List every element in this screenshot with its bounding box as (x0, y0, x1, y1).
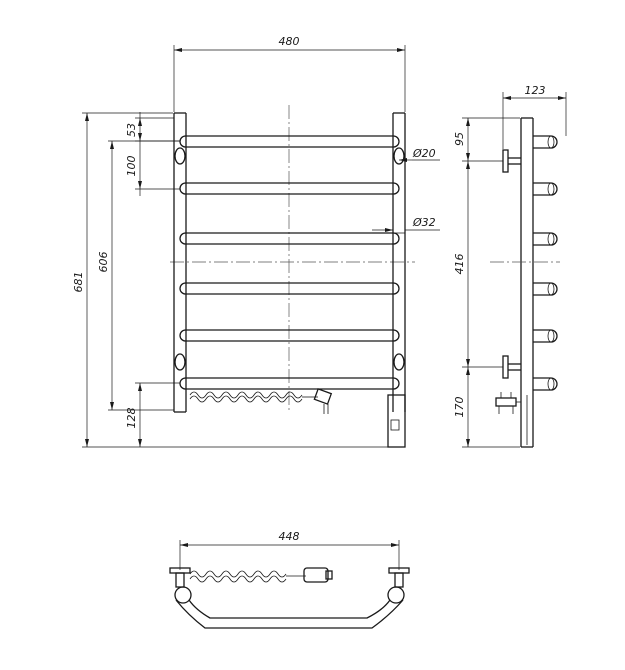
coiled-cable (189, 388, 333, 414)
bottom-offset-label: 128 (125, 408, 138, 429)
rung-1 (179, 135, 400, 148)
depth-label: 123 (525, 84, 546, 97)
dim-diameters: Ø20 Ø32 (372, 147, 440, 234)
dim-width-448: 448 (179, 530, 400, 570)
height-681-label: 681 (72, 272, 85, 293)
top-wall-plates (169, 567, 410, 588)
mount-spacing-label: 416 (453, 254, 466, 275)
dim-height-681: 681 (72, 112, 388, 448)
side-view: 123 95 416 170 (453, 84, 567, 448)
top-coiled-cable (189, 567, 333, 583)
height-606-label: 606 (97, 252, 110, 273)
right-post (392, 112, 406, 412)
rung-2 (179, 182, 400, 195)
wall-mounts (174, 147, 405, 371)
width-label: 480 (279, 35, 300, 48)
top-offset-label: 53 (125, 123, 138, 137)
bottom-mount-label: 170 (453, 397, 466, 418)
left-post (173, 112, 187, 413)
top-view: 448 (169, 530, 410, 629)
dim-depth-123: 123 (502, 84, 567, 149)
dim-bottom-offset: 128 (125, 382, 180, 447)
dim-side-vertical: 95 416 170 (453, 117, 520, 448)
top-width-label: 448 (279, 530, 300, 543)
pitch-label: 100 (125, 156, 138, 177)
side-plug (495, 392, 521, 414)
rung-6 (179, 377, 400, 390)
rung-3 (179, 232, 400, 245)
rungs (179, 135, 400, 390)
top-mount-label: 95 (453, 132, 466, 146)
dim-width-480: 480 (173, 35, 406, 112)
side-post (520, 117, 534, 448)
side-brackets (502, 149, 521, 379)
dim-top-offsets: 53 100 (125, 112, 180, 196)
rung-4 (179, 282, 400, 295)
tube-small-label: Ø20 (412, 147, 436, 160)
tube-large-label: Ø32 (412, 216, 436, 229)
rung-5 (179, 329, 400, 342)
side-rung-ends (533, 135, 558, 391)
top-curved-rail (174, 586, 405, 629)
heater-housing (387, 394, 406, 448)
front-view: 480 681 606 53 (72, 35, 440, 448)
